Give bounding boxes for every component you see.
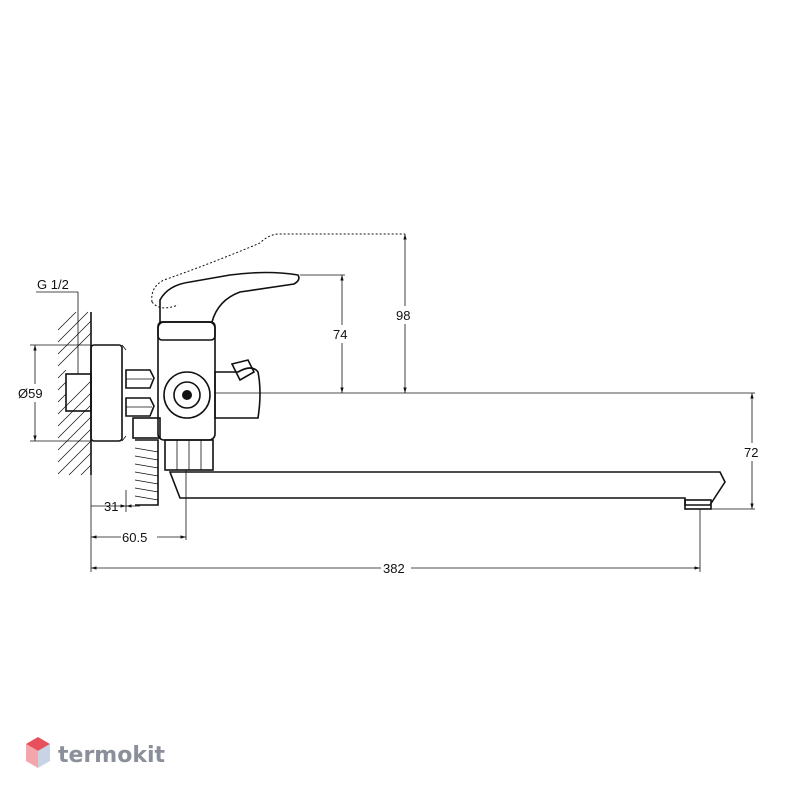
- thread-label: G 1/2: [37, 277, 69, 292]
- lever-raised-height-label: 98: [396, 308, 410, 323]
- lever-raised-outline: [151, 233, 405, 309]
- logo-cube-right: [38, 744, 50, 768]
- watermark-logo: termokit: [26, 737, 165, 768]
- spout-height-label-bg: [741, 443, 765, 461]
- spout-height-label: 72: [744, 445, 758, 460]
- connector-nut: [125, 369, 155, 417]
- wall-hatching: [57, 311, 92, 476]
- offset-body-label: 60.5: [122, 530, 147, 545]
- mixer-body: [157, 321, 216, 441]
- lever-height-label-bg: [330, 325, 354, 343]
- lever-handle: [159, 271, 300, 323]
- offset-body-label-bg: [121, 529, 157, 545]
- spout-length-label-bg: [381, 560, 411, 576]
- watermark-text: termokit: [58, 743, 165, 768]
- spout-length-label: 382: [383, 561, 405, 576]
- diverter-handle: [230, 359, 256, 382]
- spout: [168, 471, 726, 510]
- logo-cube-left: [26, 744, 38, 768]
- diameter-label: Ø59: [18, 386, 43, 401]
- diameter-label-bg: [17, 384, 47, 402]
- extension-lines: [30, 274, 755, 572]
- dimension-lines: [33, 234, 754, 570]
- lever-raised-label-bg: [393, 306, 417, 324]
- offset-small-label: 31: [104, 499, 118, 514]
- spout-nut: [164, 439, 214, 471]
- wall-flange: [90, 344, 127, 442]
- lever-height-label: 74: [333, 327, 347, 342]
- diverter-knob: [214, 367, 261, 419]
- hose: [132, 417, 161, 506]
